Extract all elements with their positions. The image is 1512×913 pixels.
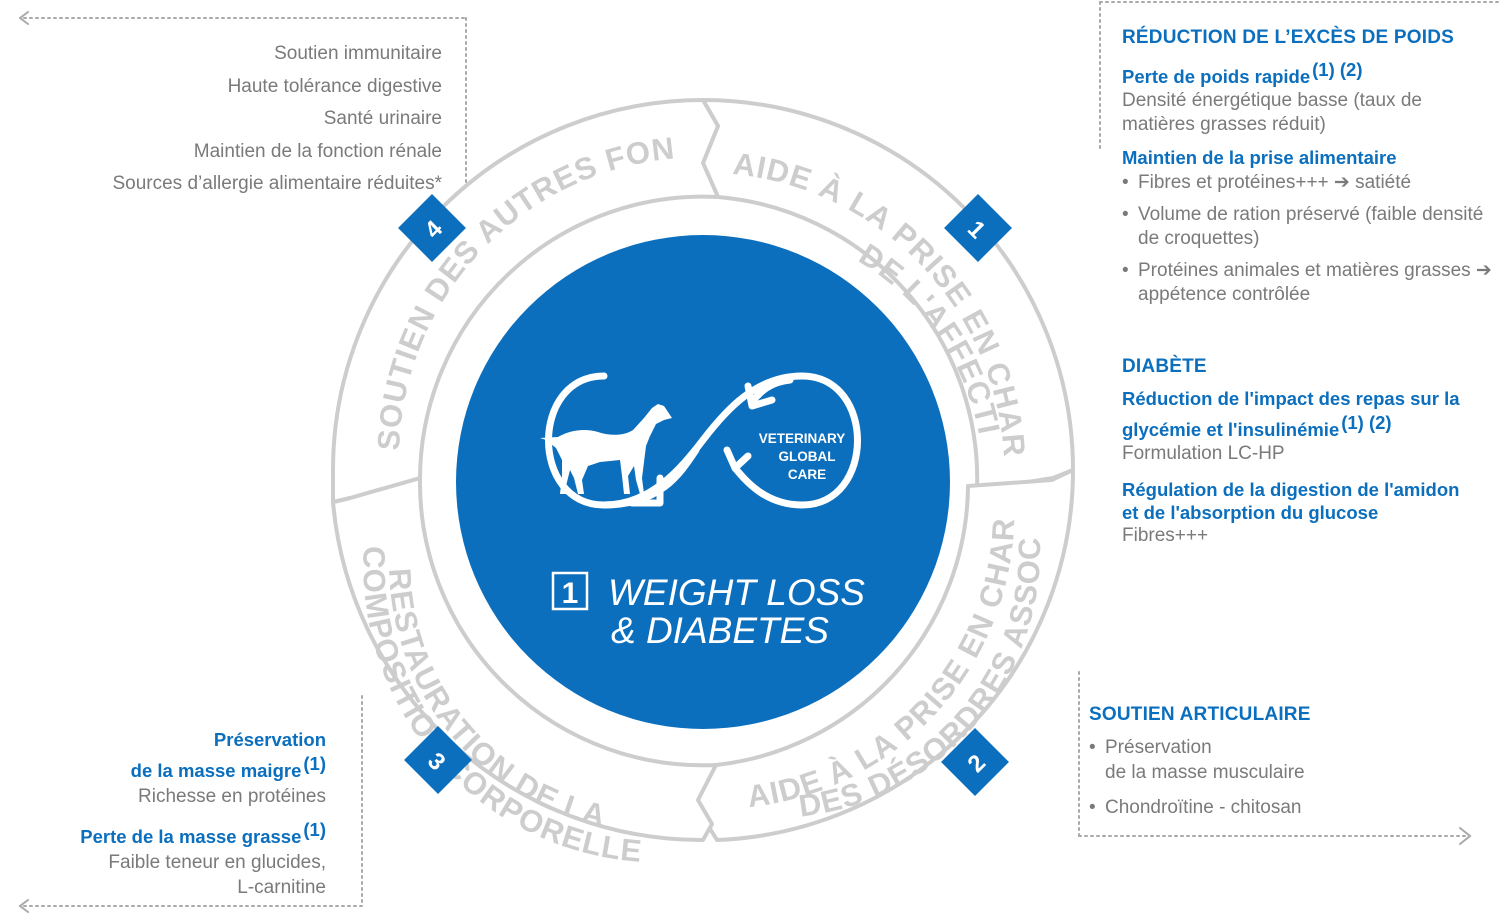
segment-4-shape bbox=[331, 98, 720, 504]
subheading-food-intake: Maintien de la prise alimentaire bbox=[1122, 147, 1397, 168]
list-item: Volume de ration préservé (faible densit… bbox=[1122, 203, 1508, 251]
heading-diabetes: DIABÈTE bbox=[1122, 356, 1207, 377]
subheading-fat-loss: Perte de la masse grasse(1) bbox=[80, 819, 326, 847]
panel-body-composition: Préservation de la masse maigre(1) Riche… bbox=[0, 728, 326, 900]
text-low-carb-line1: Faible teneur en glucides, bbox=[108, 852, 326, 873]
center-number-box bbox=[551, 571, 589, 611]
panel-affection: RÉDUCTION DE L’EXCÈS DE POIDS Perte de p… bbox=[1122, 26, 1512, 548]
subheading-fast-weight-loss: Perte de poids rapide(1) (2) bbox=[1122, 59, 1363, 87]
list-item: Santé urinaire bbox=[323, 108, 442, 129]
logo-text-line3: CARE bbox=[788, 467, 826, 482]
logo-text-line2: GLOBAL bbox=[779, 449, 836, 464]
list-item: Chondroïtine - chitosan bbox=[1089, 795, 1419, 820]
list-item: Sources d’allergie alimentaire réduites* bbox=[112, 173, 442, 194]
list-item: Maintien de la fonction rénale bbox=[193, 140, 442, 162]
infinity-arrows-icon bbox=[545, 372, 861, 509]
list-item: Protéines animales et matières grasses ➔… bbox=[1122, 259, 1498, 307]
segment-2-shape bbox=[695, 468, 1075, 842]
connector-lines bbox=[18, 1, 1501, 913]
list-item: Fibres et protéines+++ ➔ satiété bbox=[1122, 171, 1512, 195]
text-low-carb-line2: L-carnitine bbox=[237, 877, 326, 898]
logo-text-line1: VETERINARY bbox=[759, 431, 846, 446]
center-title-line2: & DIABETES bbox=[611, 610, 829, 651]
panel-joint-support: SOUTIEN ARTICULAIRE Préservation de la m… bbox=[1089, 703, 1419, 820]
center-number: 1 bbox=[562, 577, 579, 610]
list-item: Soutien immunitaire bbox=[274, 43, 442, 64]
ring-segments bbox=[331, 98, 1075, 843]
subheading-starch-digestion: Régulation de la digestion de l'amidon e… bbox=[1122, 479, 1460, 523]
text-formulation: Formulation LC-HP bbox=[1122, 443, 1285, 464]
list-item: Préservation de la masse musculaire bbox=[1089, 735, 1419, 785]
panel-other-functions: Soutien immunitaire Haute tolérance dige… bbox=[0, 38, 442, 201]
subheading-lean-mass-line2: de la masse maigre(1) bbox=[130, 753, 326, 781]
subheading-meal-impact: Réduction de l'impact des repas sur la g… bbox=[1122, 388, 1460, 440]
center-circle bbox=[456, 235, 950, 729]
heading-weight-reduction: RÉDUCTION DE L’EXCÈS DE POIDS bbox=[1122, 27, 1455, 48]
text-energy-density: Densité énergétique basse (taux de matiè… bbox=[1122, 90, 1422, 135]
subheading-lean-mass-line1: Préservation bbox=[213, 729, 326, 750]
heading-joint-support: SOUTIEN ARTICULAIRE bbox=[1089, 704, 1311, 725]
dog-icon bbox=[540, 404, 672, 494]
text-fibres: Fibres+++ bbox=[1122, 525, 1209, 546]
text-protein-rich: Richesse en protéines bbox=[138, 786, 326, 807]
center-title: 1 WEIGHT LOSS & DIABETES bbox=[551, 571, 865, 651]
list-item: Haute tolérance digestive bbox=[227, 75, 442, 97]
center-title-line1: WEIGHT LOSS bbox=[608, 572, 865, 613]
